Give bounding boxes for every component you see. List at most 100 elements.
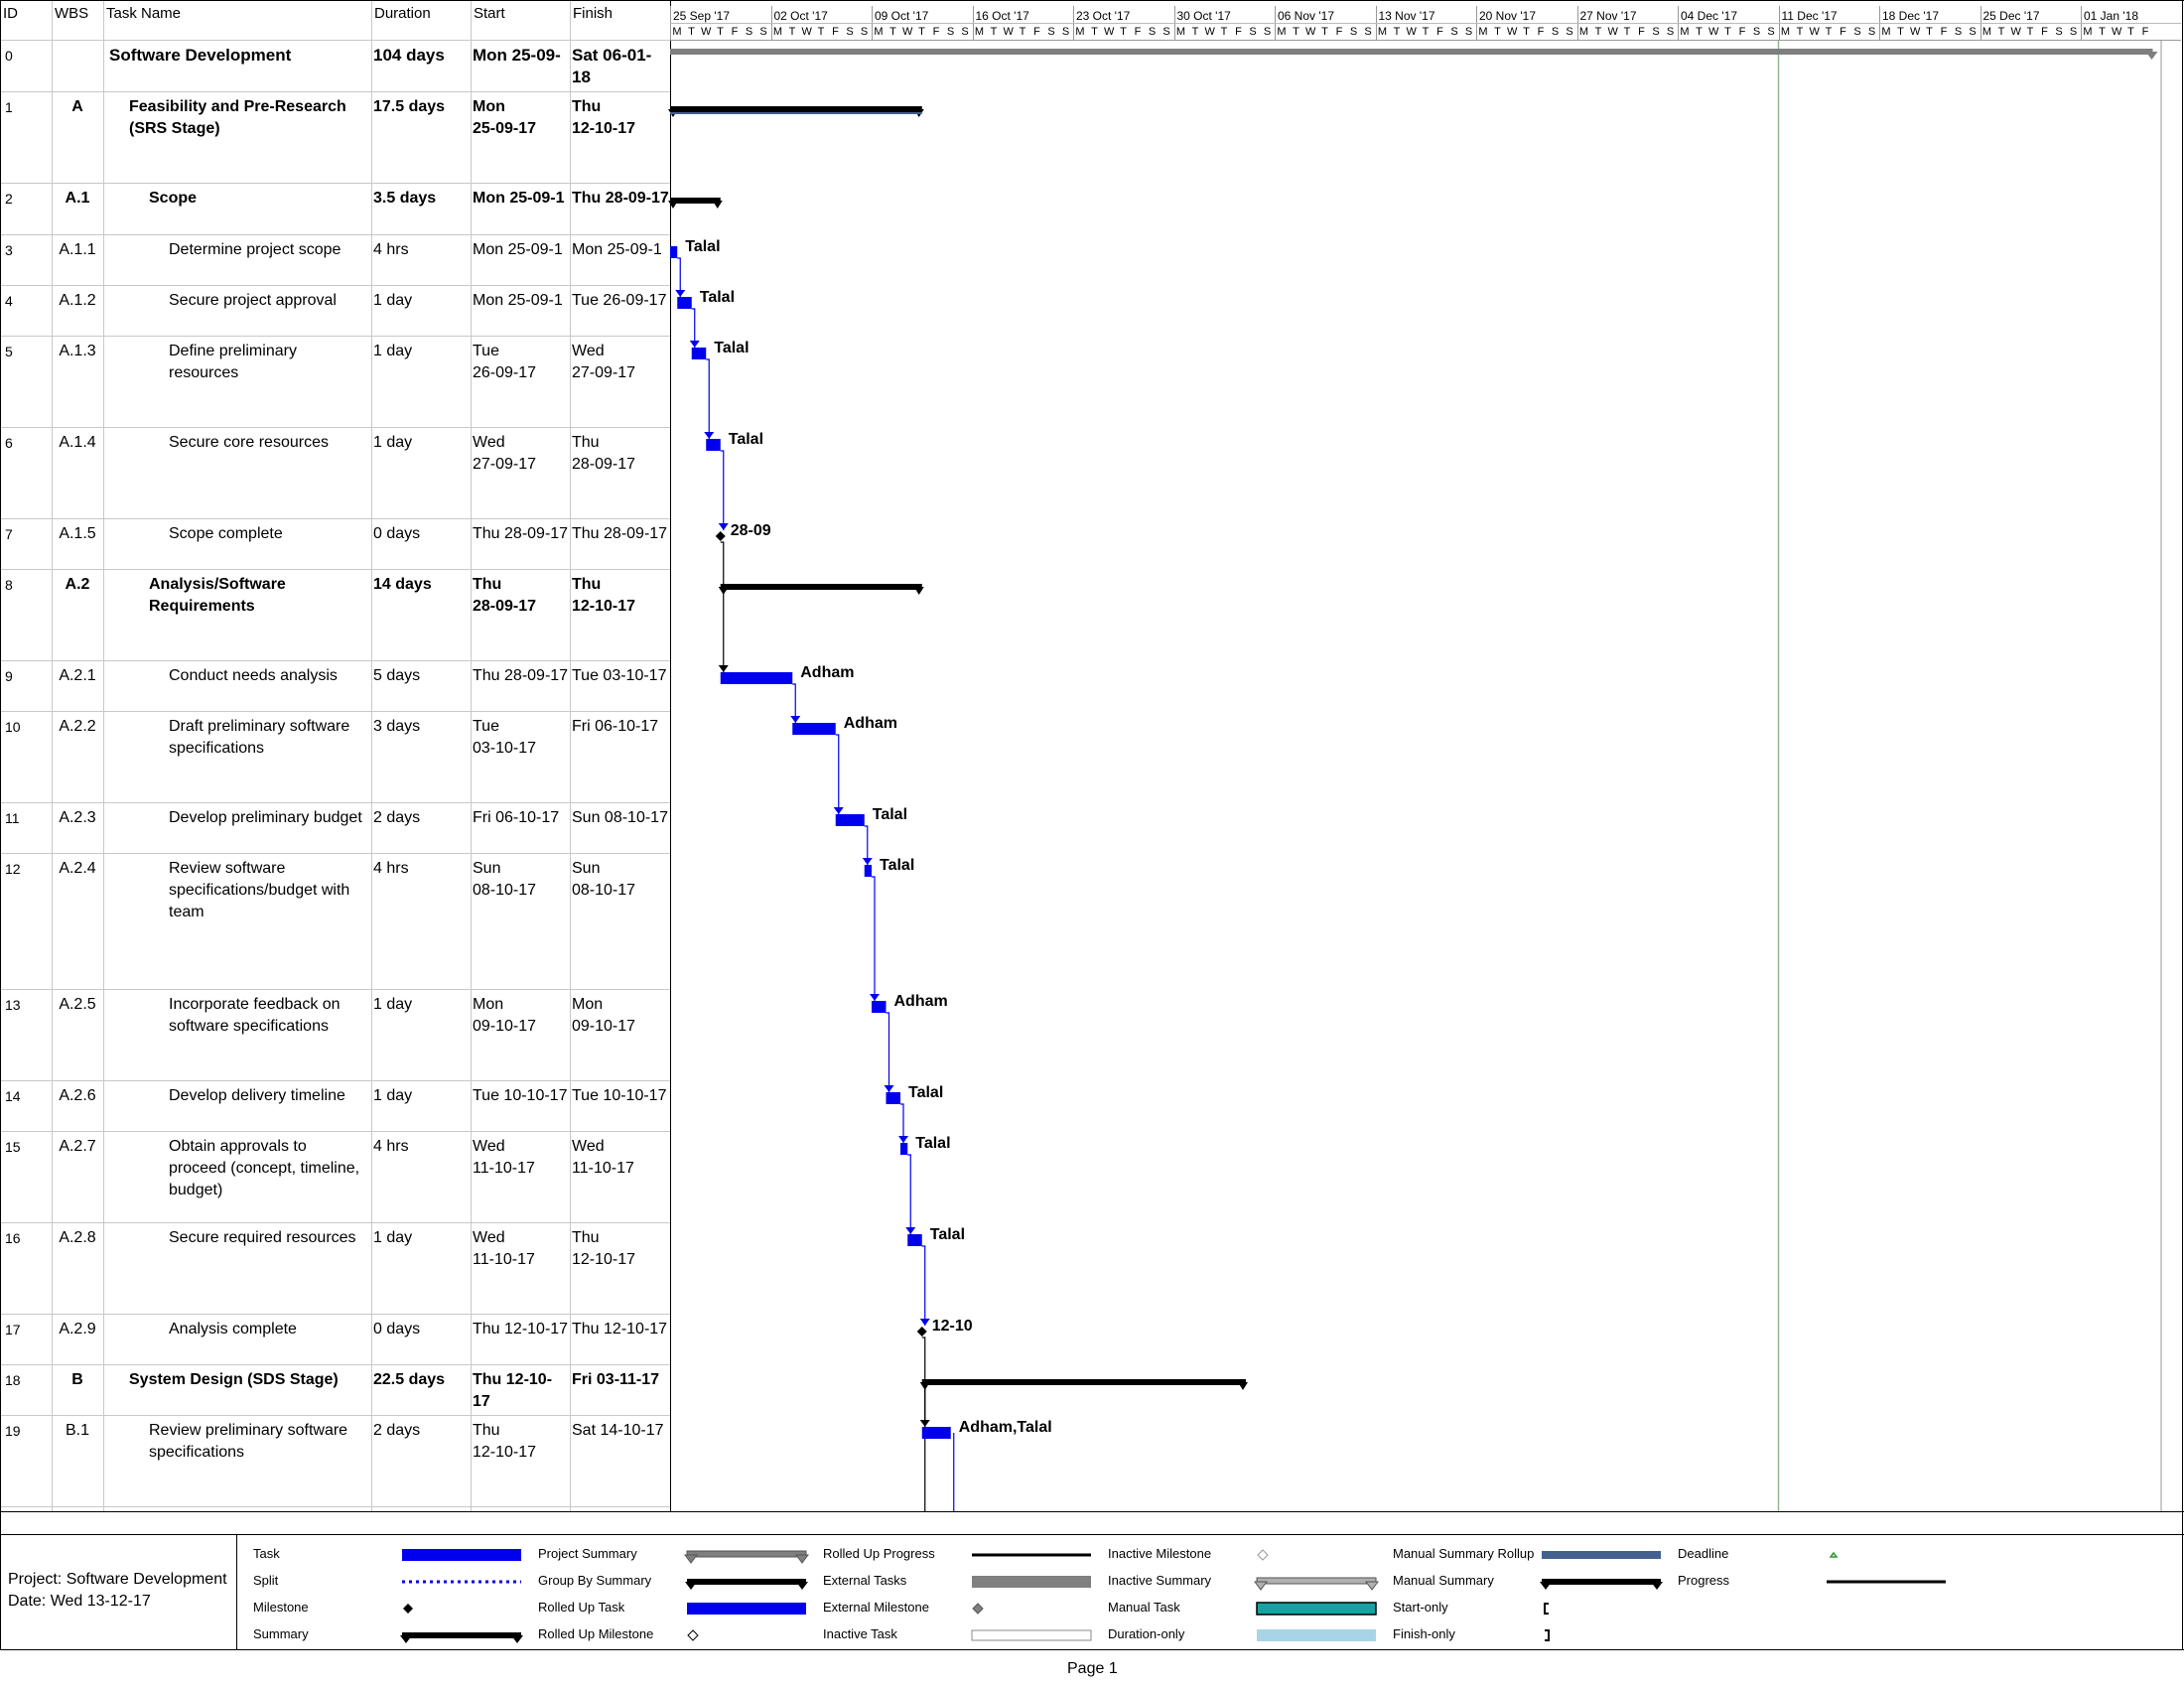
task-duration-cell[interactable]: 22.5 days [373, 1371, 446, 1388]
task-id-cell[interactable]: 17 [5, 1322, 21, 1337]
task-wbs-cell[interactable]: A.2.8 [59, 1229, 96, 1246]
task-start-cell[interactable]: Thu 12-10-17 [473, 1321, 569, 1337]
task-wbs-cell[interactable]: A.1.3 [59, 343, 96, 359]
column-header-duration[interactable]: Duration [374, 5, 431, 22]
task-id-cell[interactable]: 13 [5, 997, 21, 1013]
task-wbs-cell[interactable]: A.2.3 [59, 809, 96, 826]
task-finish-cell[interactable]: Sun 08-10-17 [572, 809, 668, 826]
task-id-cell[interactable]: 3 [5, 242, 13, 258]
task-id-cell[interactable]: 9 [5, 668, 13, 684]
task-id-cell[interactable]: 5 [5, 344, 13, 359]
task-id-cell[interactable]: 18 [5, 1372, 21, 1388]
task-start-cell[interactable]: Thu 28-09-17 [473, 525, 569, 542]
task-finish-cell[interactable]: Sun 08-10-17 [572, 860, 636, 899]
task-start-cell[interactable]: Wed 27-09-17 [473, 434, 537, 473]
task-duration-cell[interactable]: 1 day [373, 1229, 413, 1246]
task-finish-cell[interactable]: Fri 03-11-17 [572, 1371, 660, 1388]
task-id-cell[interactable]: 12 [5, 861, 21, 877]
task-wbs-cell[interactable]: A.2.5 [59, 996, 96, 1013]
task-start-cell[interactable]: Sun 08-10-17 [473, 860, 537, 899]
task-name-cell[interactable]: Secure required resources [169, 1229, 356, 1246]
column-header-finish[interactable]: Finish [573, 5, 614, 22]
task-finish-cell[interactable]: Thu 12-10-17 [572, 576, 636, 615]
task-finish-cell[interactable]: Thu 28-09-17 [572, 434, 636, 473]
task-start-cell[interactable]: Mon 25-09-1 [473, 292, 563, 309]
task-start-cell[interactable]: Mon 25-09-17 [473, 98, 537, 137]
task-start-cell[interactable]: Mon 25-09-1 [473, 241, 563, 258]
task-wbs-cell[interactable]: A.1.1 [59, 241, 96, 258]
task-finish-cell[interactable]: Thu 12-10-17 [572, 98, 636, 137]
task-duration-cell[interactable]: 3.5 days [373, 190, 437, 207]
task-start-cell[interactable]: Tue 03-10-17 [473, 718, 537, 757]
task-name-cell[interactable]: System Design (SDS Stage) [129, 1371, 339, 1388]
task-id-cell[interactable]: 7 [5, 526, 13, 542]
column-header-id[interactable]: ID [3, 5, 18, 22]
task-finish-cell[interactable]: Thu 28-09-17 [572, 190, 669, 207]
task-start-cell[interactable]: Tue 10-10-17 [473, 1087, 568, 1104]
task-wbs-cell[interactable]: A.2.9 [59, 1321, 96, 1337]
column-header-start[interactable]: Start [474, 5, 505, 22]
task-wbs-cell[interactable]: A.1 [65, 190, 90, 207]
task-duration-cell[interactable]: 0 days [373, 1321, 421, 1337]
task-name-cell[interactable]: Define preliminary resources [169, 343, 297, 381]
task-wbs-cell[interactable]: A.1.4 [59, 434, 96, 451]
task-name-cell[interactable]: Analysis complete [169, 1321, 297, 1337]
task-name-cell[interactable]: Secure core resources [169, 434, 329, 451]
task-id-cell[interactable]: 15 [5, 1139, 21, 1155]
task-wbs-cell[interactable]: A.2.2 [59, 718, 96, 735]
task-name-cell[interactable]: Develop delivery timeline [169, 1087, 345, 1104]
task-duration-cell[interactable]: 104 days [373, 46, 445, 65]
task-finish-cell[interactable]: Mon 09-10-17 [572, 996, 636, 1035]
task-name-cell[interactable]: Review software specifications/budget wi… [169, 860, 350, 920]
task-wbs-cell[interactable]: A [71, 98, 83, 115]
column-header-name[interactable]: Task Name [106, 5, 182, 22]
task-wbs-cell[interactable]: A.2 [65, 576, 90, 593]
task-duration-cell[interactable]: 1 day [373, 343, 413, 359]
task-start-cell[interactable]: Thu 12-10-17 [473, 1371, 553, 1410]
task-id-cell[interactable]: 14 [5, 1088, 21, 1104]
task-wbs-cell[interactable]: A.2.4 [59, 860, 96, 877]
task-id-cell[interactable]: 11 [5, 810, 20, 826]
task-id-cell[interactable]: 8 [5, 577, 13, 593]
task-name-cell[interactable]: Software Development [109, 46, 292, 65]
task-name-cell[interactable]: Conduct needs analysis [169, 667, 338, 684]
task-duration-cell[interactable]: 4 hrs [373, 241, 409, 258]
task-start-cell[interactable]: Thu 28-09-17 [473, 576, 537, 615]
task-finish-cell[interactable]: Tue 26-09-17 [572, 292, 667, 309]
task-finish-cell[interactable]: Fri 06-10-17 [572, 718, 659, 735]
task-id-cell[interactable]: 0 [5, 48, 13, 64]
task-name-cell[interactable]: Obtain approvals to proceed (concept, ti… [169, 1138, 360, 1198]
task-wbs-cell[interactable]: A.1.5 [59, 525, 96, 542]
task-start-cell[interactable]: Wed 11-10-17 [473, 1138, 535, 1177]
task-start-cell[interactable]: Mon 09-10-17 [473, 996, 537, 1035]
task-start-cell[interactable]: Thu 12-10-17 [473, 1422, 537, 1461]
task-name-cell[interactable]: Secure project approval [169, 292, 337, 309]
task-wbs-cell[interactable]: A.2.6 [59, 1087, 96, 1104]
task-duration-cell[interactable]: 4 hrs [373, 1138, 409, 1155]
task-id-cell[interactable]: 19 [5, 1423, 21, 1439]
task-id-cell[interactable]: 4 [5, 293, 13, 309]
task-name-cell[interactable]: Determine project scope [169, 241, 341, 258]
task-id-cell[interactable]: 10 [5, 719, 21, 735]
task-finish-cell[interactable]: Wed 27-09-17 [572, 343, 636, 381]
task-wbs-cell[interactable]: B [71, 1371, 83, 1388]
task-name-cell[interactable]: Incorporate feedback on software specifi… [169, 996, 341, 1035]
task-start-cell[interactable]: Wed 11-10-17 [473, 1229, 535, 1268]
task-start-cell[interactable]: Mon 25-09- [473, 46, 561, 65]
task-name-cell[interactable]: Develop preliminary budget [169, 809, 362, 826]
task-duration-cell[interactable]: 1 day [373, 996, 413, 1013]
task-duration-cell[interactable]: 4 hrs [373, 860, 409, 877]
task-finish-cell[interactable]: Tue 03-10-17 [572, 667, 667, 684]
task-name-cell[interactable]: Scope complete [169, 525, 283, 542]
task-duration-cell[interactable]: 2 days [373, 1422, 421, 1439]
task-duration-cell[interactable]: 0 days [373, 525, 421, 542]
task-start-cell[interactable]: Fri 06-10-17 [473, 809, 560, 826]
task-name-cell[interactable]: Draft preliminary software specification… [169, 718, 350, 757]
task-finish-cell[interactable]: Sat 06-01-18 [572, 46, 652, 86]
task-wbs-cell[interactable]: A.2.1 [59, 667, 96, 684]
task-id-cell[interactable]: 1 [5, 99, 13, 115]
task-name-cell[interactable]: Scope [149, 190, 198, 207]
task-wbs-cell[interactable]: A.2.7 [59, 1138, 96, 1155]
task-duration-cell[interactable]: 14 days [373, 576, 432, 593]
task-finish-cell[interactable]: Thu 12-10-17 [572, 1321, 668, 1337]
